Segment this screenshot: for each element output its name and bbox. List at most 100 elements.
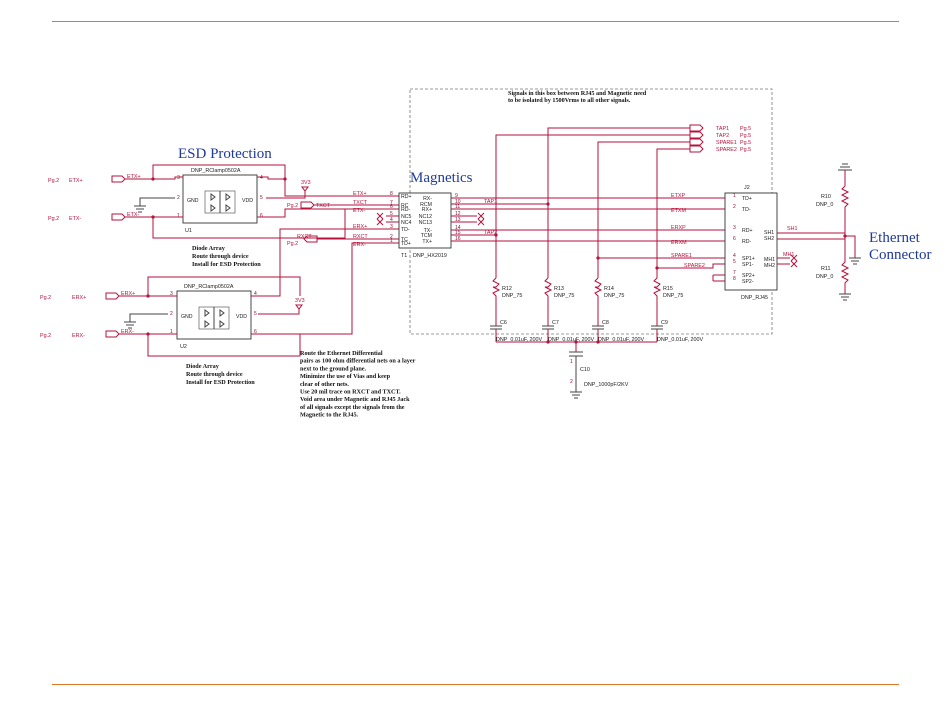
- svg-text:TCM: TCM: [421, 233, 432, 239]
- svg-text:9: 9: [455, 193, 458, 199]
- svg-text:6: 6: [733, 236, 736, 242]
- t1-ref: T1: [401, 253, 407, 259]
- t1-left-pin: RD+ 8: [390, 191, 412, 200]
- j2-pin: TD+1: [733, 193, 752, 202]
- t1-right-pin: RX+11: [422, 204, 466, 213]
- u1-3v3-power: 3V3: [266, 180, 311, 199]
- svg-text:SPARE2: SPARE2: [716, 147, 737, 153]
- svg-text:Pg.5: Pg.5: [740, 126, 751, 132]
- net-label-etxp: ETX+: [353, 191, 367, 197]
- svg-text:4: 4: [390, 217, 393, 223]
- svg-text:R15: R15: [663, 286, 673, 292]
- u2-note-line-3: Install for ESD Protection: [186, 379, 255, 386]
- svg-text:6: 6: [254, 329, 257, 335]
- svg-text:14: 14: [455, 225, 461, 231]
- svg-text:DNP_0.01uF, 200V: DNP_0.01uF, 200V: [598, 337, 645, 343]
- u2-note-line-1: Diode Array: [186, 363, 220, 370]
- ethernet-connector-title-2: Connector: [869, 247, 931, 263]
- svg-text:VDD: VDD: [236, 314, 247, 320]
- svg-text:1: 1: [570, 359, 573, 365]
- svg-text:12: 12: [455, 211, 461, 217]
- t1-left-pin: TD+ 1: [390, 238, 411, 247]
- svg-text:TD-: TD-: [401, 227, 410, 233]
- tap-connector: TAP1 Pg.5: [689, 124, 751, 132]
- j2-pin: SP1+4: [733, 253, 755, 262]
- svg-text:2: 2: [390, 234, 393, 240]
- svg-text:DNP_75: DNP_75: [663, 293, 683, 299]
- net-label-erxm-j2: ERXM: [671, 240, 687, 246]
- svg-text:C9: C9: [661, 320, 668, 326]
- svg-text:SP1+: SP1+: [742, 256, 755, 262]
- svg-text:TX-: TX-: [424, 228, 433, 234]
- routing-note-line: clear of other nets.: [300, 381, 349, 388]
- net-label-etxn: ETX-: [353, 208, 365, 214]
- svg-text:3: 3: [177, 175, 180, 181]
- svg-text:ETX-: ETX-: [127, 212, 139, 218]
- svg-text:TAP1: TAP1: [716, 126, 729, 132]
- svg-text:J2: J2: [744, 185, 750, 191]
- ethernet-connector-title-1: Ethernet: [869, 230, 921, 246]
- routing-note-line: next to the ground plane.: [300, 365, 367, 372]
- chassis-ground-network: R10 DNP_0 R11 DNP_0: [816, 163, 861, 301]
- net-label-erxp-j2: ERXP: [671, 225, 686, 231]
- svg-text:C7: C7: [552, 320, 559, 326]
- svg-text:TD+: TD+: [401, 241, 411, 247]
- u1-diode-array: DNP_RClamp0502A GND VDD 3 4 2 5 1 6 U1: [177, 168, 263, 234]
- svg-text:SPARE1: SPARE1: [716, 140, 737, 146]
- svg-text:1: 1: [733, 193, 736, 199]
- svg-text:U2: U2: [180, 344, 187, 350]
- svg-text:R10: R10: [821, 194, 831, 200]
- svg-text:NC4: NC4: [401, 220, 411, 226]
- svg-text:RD+: RD+: [742, 228, 753, 234]
- svg-text:RD-: RD-: [742, 239, 751, 245]
- t1-right-pin: TX- 14: [424, 225, 466, 234]
- u1-ground: [134, 197, 175, 213]
- svg-text:TD-: TD-: [742, 207, 751, 213]
- svg-text:5: 5: [733, 259, 736, 265]
- t1-left-pin: NC4 4: [390, 217, 411, 226]
- svg-text:DNP_RJ45: DNP_RJ45: [741, 295, 768, 301]
- svg-text:ERX+: ERX+: [121, 291, 135, 297]
- svg-text:TAP2: TAP2: [716, 133, 729, 139]
- svg-text:10: 10: [455, 199, 461, 205]
- svg-text:3: 3: [733, 225, 736, 231]
- esd-protection-title: ESD Protection: [178, 146, 272, 162]
- svg-text:Pg.2: Pg.2: [40, 333, 51, 339]
- u1-note-line-2: Route through device: [192, 253, 249, 260]
- net-label-spare2-j2: SPARE2: [684, 263, 705, 269]
- j2-pin: RD+ 3: [733, 225, 753, 234]
- net-label-etxp-j2: ETXP: [671, 193, 685, 199]
- svg-text:7: 7: [733, 270, 736, 276]
- routing-note-line: Magnetic to the RJ45.: [300, 412, 359, 419]
- t1-right-pin: RX-9: [423, 193, 466, 202]
- svg-text:DNP_75: DNP_75: [554, 293, 574, 299]
- svg-text:R13: R13: [554, 286, 564, 292]
- top-rule: [52, 21, 899, 22]
- routing-note-line: Void area under Magnetic and RJ45 Jack: [300, 396, 410, 403]
- svg-text:RD+: RD+: [401, 194, 412, 200]
- j2-pin: SP2+7: [733, 270, 755, 279]
- svg-text:8: 8: [390, 191, 393, 197]
- j2-rj45-connector: J2 DNP_RJ45: [724, 185, 778, 301]
- svg-text:R14: R14: [604, 286, 614, 292]
- svg-text:TC: TC: [401, 237, 408, 243]
- t1-right-pin: TX+16: [422, 236, 466, 245]
- routing-note-line: Minimize the use of Vias and keep: [300, 373, 391, 380]
- svg-text:2: 2: [570, 379, 573, 385]
- j2-pin: SP1-5: [733, 259, 754, 268]
- svg-text:RXCT: RXCT: [297, 234, 312, 240]
- svg-text:RX+: RX+: [422, 207, 432, 213]
- net-label-tap1-t1: TAP1: [484, 199, 497, 205]
- svg-text:1: 1: [390, 238, 393, 244]
- svg-text:8: 8: [733, 276, 736, 282]
- svg-text:VDD: VDD: [242, 198, 253, 204]
- svg-text:Pg.2: Pg.2: [48, 216, 59, 222]
